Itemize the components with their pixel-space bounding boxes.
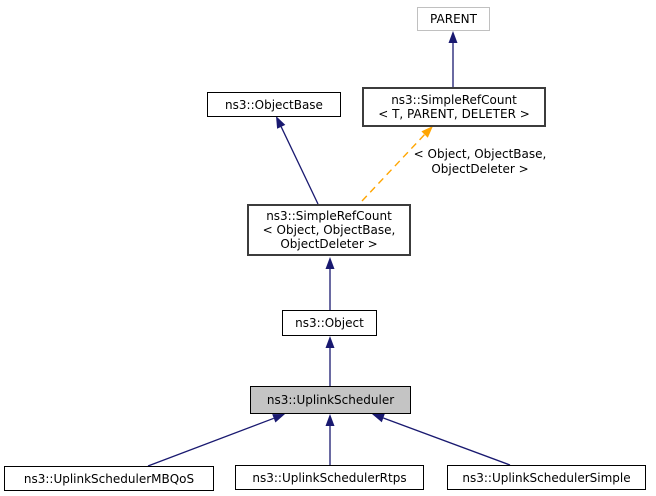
class-node-uplinkscheduler-simple[interactable]: ns3::UplinkSchedulerSimple [447, 465, 646, 490]
inheritance-edge-uplinkscheduler-to-object [325, 336, 335, 386]
class-node-label: ns3::Object [295, 316, 364, 330]
class-node-label: ns3::UplinkSchedulerSimple [462, 470, 631, 485]
class-node-label-line2: < T, PARENT, DELETER > [378, 107, 530, 121]
inheritance-edge-mbqos-to-uplinkscheduler [147, 414, 285, 467]
class-node-label: ns3::ObjectBase [225, 97, 323, 112]
edge-arrowhead [276, 116, 286, 129]
class-node-label: ns3::UplinkSchedulerRtps [252, 470, 407, 485]
template-instantiation-edge [361, 126, 433, 202]
class-node-label: ns3::UplinkSchedulerMBQoS [23, 471, 195, 486]
template-instantiation-label: < Object, ObjectBase, ObjectDeleter > [399, 147, 561, 177]
class-node-parent: PARENT [417, 7, 490, 31]
class-node-label: ns3::UplinkScheduler [266, 393, 395, 407]
inheritance-edge-rtps-to-uplinkscheduler [325, 414, 335, 465]
edge-arrowhead [325, 336, 335, 348]
class-node-label-line1: ns3::SimpleRefCount [266, 209, 392, 223]
class-node-label: PARENT [430, 12, 477, 26]
edge-line [383, 417, 511, 466]
edge-arrowhead [372, 413, 385, 423]
class-node-simplerefcount-template[interactable]: ns3::SimpleRefCount < T, PARENT, DELETER… [362, 87, 546, 127]
edge-line [280, 126, 319, 205]
inheritance-edge-simplerefcount-obj-to-objectbase [276, 116, 319, 205]
edge-arrowhead [448, 31, 458, 43]
class-node-objectbase[interactable]: ns3::ObjectBase [207, 92, 341, 117]
class-node-simplerefcount-object[interactable]: ns3::SimpleRefCount < Object, ObjectBase… [247, 204, 411, 256]
class-node-uplinkscheduler-current: ns3::UplinkScheduler [250, 386, 411, 414]
edge-arrowhead [325, 414, 335, 426]
class-node-label-line1: ns3::SimpleRefCount [391, 93, 517, 107]
edge-arrowhead [421, 126, 433, 138]
inheritance-edge-simple-to-uplinkscheduler [372, 413, 511, 466]
template-instantiation-label-line1: < Object, ObjectBase, [413, 147, 547, 161]
class-node-object[interactable]: ns3::Object [282, 310, 377, 336]
edge-arrowhead [325, 257, 335, 269]
template-instantiation-label-line2: ObjectDeleter > [431, 162, 529, 176]
class-node-label-line3: ObjectDeleter > [280, 237, 378, 251]
inheritance-edge-simplerefcount-t-to-parent [448, 31, 458, 87]
edge-line [361, 134, 426, 202]
inheritance-edge-object-to-simplerefcount-obj [325, 257, 335, 310]
class-node-uplinkscheduler-rtps[interactable]: ns3::UplinkSchedulerRtps [235, 465, 424, 490]
edge-arrowhead [272, 414, 285, 423]
class-node-uplinkscheduler-mbqos[interactable]: ns3::UplinkSchedulerMBQoS [4, 466, 214, 491]
class-node-label-line2: < Object, ObjectBase, [262, 223, 396, 237]
edge-line [147, 417, 275, 467]
